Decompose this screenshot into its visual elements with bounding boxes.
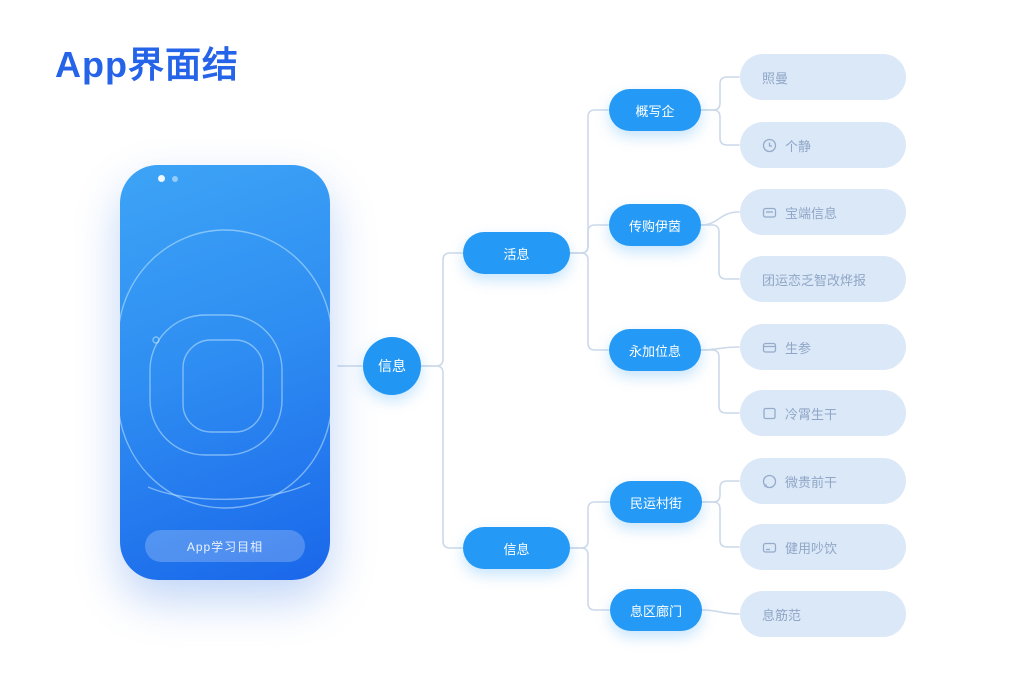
sub-branch-node: 传购伊茵 <box>609 204 701 246</box>
leaf-node: 宝端信息 <box>740 189 906 235</box>
branch-node-bottom: 信息 <box>463 527 570 569</box>
leaf-label: 宝端信息 <box>785 205 838 221</box>
leaf-label: 照曼 <box>762 70 789 86</box>
leaf-label: 息筋范 <box>762 607 802 623</box>
clock-icon <box>762 138 777 153</box>
leaf-label: 健用吵饮 <box>785 540 838 556</box>
camera-dot-icon <box>172 176 178 182</box>
leaf-node: 健用吵饮 <box>740 524 906 570</box>
leaf-label: 团运恋乏智改烨报 <box>762 272 867 288</box>
card-icon <box>762 540 777 555</box>
phone-cta-button: App学习目相 <box>145 530 305 562</box>
leaf-node: 生参 <box>740 324 906 370</box>
leaf-node: 团运恋乏智改烨报 <box>740 256 906 302</box>
sub-branch-node: 永加位息 <box>609 329 701 371</box>
leaf-node: 冷霄生干 <box>740 390 906 436</box>
leaf-label: 冷霄生干 <box>785 406 838 422</box>
square-icon <box>762 406 777 421</box>
leaf-node: 个静 <box>740 122 906 168</box>
card-icon <box>762 205 777 220</box>
sub-branch-node: 概写企 <box>609 89 701 131</box>
leaf-node: 照曼 <box>740 54 906 100</box>
leaf-node: 微贵前干 <box>740 458 906 504</box>
leaf-label: 个静 <box>785 138 812 154</box>
sub-branch-node: 息区廊门 <box>610 589 702 631</box>
leaf-label: 生参 <box>785 340 812 356</box>
phone-screen-outline-decoration <box>120 229 330 509</box>
page-title: App界面结 <box>55 44 239 85</box>
phone-illustration: App学习目相 <box>120 165 330 580</box>
root-node: 信息 <box>363 337 421 395</box>
sub-branch-node: 民运村街 <box>610 481 702 523</box>
leaf-label: 微贵前干 <box>785 474 838 490</box>
circle-icon <box>762 474 777 489</box>
card-icon <box>762 340 777 355</box>
leaf-node: 息筋范 <box>740 591 906 637</box>
branch-node-top: 活息 <box>463 232 570 274</box>
camera-dot-icon <box>158 175 165 182</box>
